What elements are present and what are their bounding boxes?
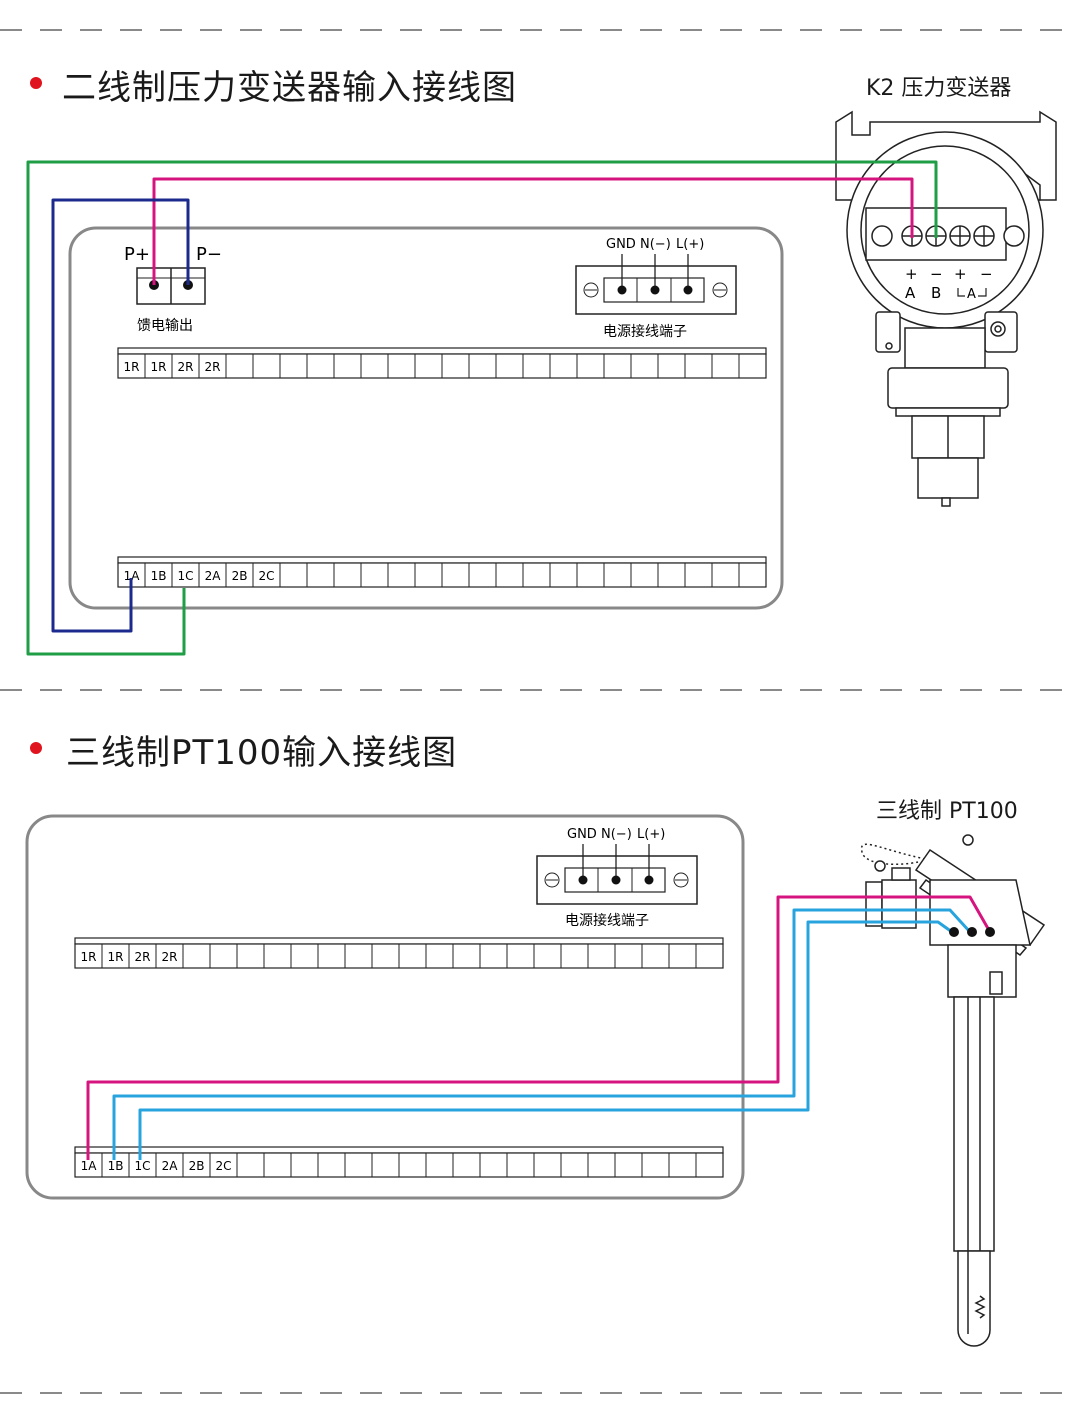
bottom-terminal-strip-2: 1A 1B 1C 2A 2B 2C xyxy=(74,1146,724,1178)
power-n-label-1: N(−) xyxy=(640,237,671,252)
bottom-terminal-2-label: 2C xyxy=(215,1159,231,1173)
bottom-terminal-strip-1: 1A 1B 1C 2A 2B 2C xyxy=(117,556,767,588)
top-terminal-1-cell xyxy=(738,353,767,379)
top-terminal-2-cell xyxy=(695,943,724,969)
top-terminal-strip-2: 1R 1R 2R 2R xyxy=(74,937,724,969)
cyan-wire-2a xyxy=(112,908,972,1160)
controller-panel-1 xyxy=(68,226,784,610)
bottom-terminal-2-label: 2A xyxy=(162,1159,179,1173)
magenta-wire-1 xyxy=(152,177,914,285)
power-gnd-label-2: GND xyxy=(567,827,597,842)
power-caption-2: 电源接线端子 xyxy=(565,912,649,929)
bottom-terminal-2-cell xyxy=(695,1152,724,1178)
controller-panel-2 xyxy=(25,814,745,1200)
top-terminal-2-label: 2R xyxy=(162,950,178,964)
power-n-label-2: N(−) xyxy=(601,827,632,842)
tx-sign-2: − xyxy=(930,265,943,283)
green-wire-1 xyxy=(26,160,938,656)
pressure-transmitter xyxy=(835,110,1057,507)
tx-letter-a2: A xyxy=(967,287,976,302)
bottom-terminal-2-label: 1C xyxy=(134,1159,150,1173)
tx-sign-4: − xyxy=(980,265,993,283)
top-terminal-1-label: 2R xyxy=(178,360,194,374)
transmitter-screw xyxy=(871,225,893,247)
section2-bullet xyxy=(30,742,42,754)
transmitter-screw xyxy=(1003,225,1025,247)
bottom-terminal-1-label: 1C xyxy=(177,569,193,583)
transmitter-polarity-labels: + − + − A B A xyxy=(905,265,993,302)
bottom-terminal-1-label: 2A xyxy=(205,569,222,583)
power-l-label-2: L(+) xyxy=(637,827,665,842)
top-terminal-1-label: 1R xyxy=(124,360,140,374)
transmitter-title: K2 压力变送器 xyxy=(866,76,1012,101)
power-gnd-label-1: GND xyxy=(606,237,636,252)
top-terminal-1-label: 2R xyxy=(205,360,221,374)
feed-plus-label: P+ xyxy=(124,244,150,265)
bottom-terminal-2-label: 2B xyxy=(189,1159,205,1173)
top-terminal-1-label: 1R xyxy=(151,360,167,374)
bottom-terminal-2-label: 1A xyxy=(81,1159,98,1173)
navy-wire-1 xyxy=(51,198,190,633)
pt100-sensor xyxy=(860,834,1046,1347)
bottom-terminal-1-label: 1A xyxy=(124,569,141,583)
tx-letter-b: B xyxy=(931,284,941,302)
feed-output-caption: 馈电输出 xyxy=(137,318,193,334)
feed-output-terminal: P+ P− 馈电输出 xyxy=(124,244,222,334)
bottom-terminal-1-cell xyxy=(738,562,767,588)
feed-minus-label: P− xyxy=(196,244,222,265)
section2-title: 三线制PT100输入接线图 xyxy=(66,733,458,773)
pt100-terminals xyxy=(949,927,995,937)
top-terminal-strip-1: 1R 1R 2R 2R xyxy=(117,347,767,379)
top-terminal-2-label: 1R xyxy=(81,950,97,964)
top-terminal-2-label: 1R xyxy=(108,950,124,964)
power-terminal-2: GND N(−) L(+) 电源接线端子 xyxy=(536,827,698,929)
bottom-terminal-1-label: 2C xyxy=(258,569,274,583)
magenta-wire-2 xyxy=(86,895,992,1160)
tx-sign-3: + xyxy=(954,265,967,283)
power-caption-1: 电源接线端子 xyxy=(603,323,687,340)
power-l-label-1: L(+) xyxy=(676,237,704,252)
section1-title: 二线制压力变送器输入接线图 xyxy=(62,68,517,108)
separator-lines xyxy=(0,29,1080,1394)
section1-bullet xyxy=(30,77,42,89)
tx-sign-1: + xyxy=(905,265,918,283)
tx-letter-a: A xyxy=(905,284,916,302)
pt100-title: 三线制 PT100 xyxy=(876,799,1018,824)
top-terminal-2-label: 2R xyxy=(135,950,151,964)
bottom-terminal-1-label: 2B xyxy=(232,569,248,583)
bottom-terminal-1-label: 1B xyxy=(151,569,167,583)
power-terminal-1: GND N(−) L(+) 电源接线端子 xyxy=(575,237,737,340)
bottom-terminal-2-label: 1B xyxy=(108,1159,124,1173)
cyan-wire-2b xyxy=(138,920,953,1160)
